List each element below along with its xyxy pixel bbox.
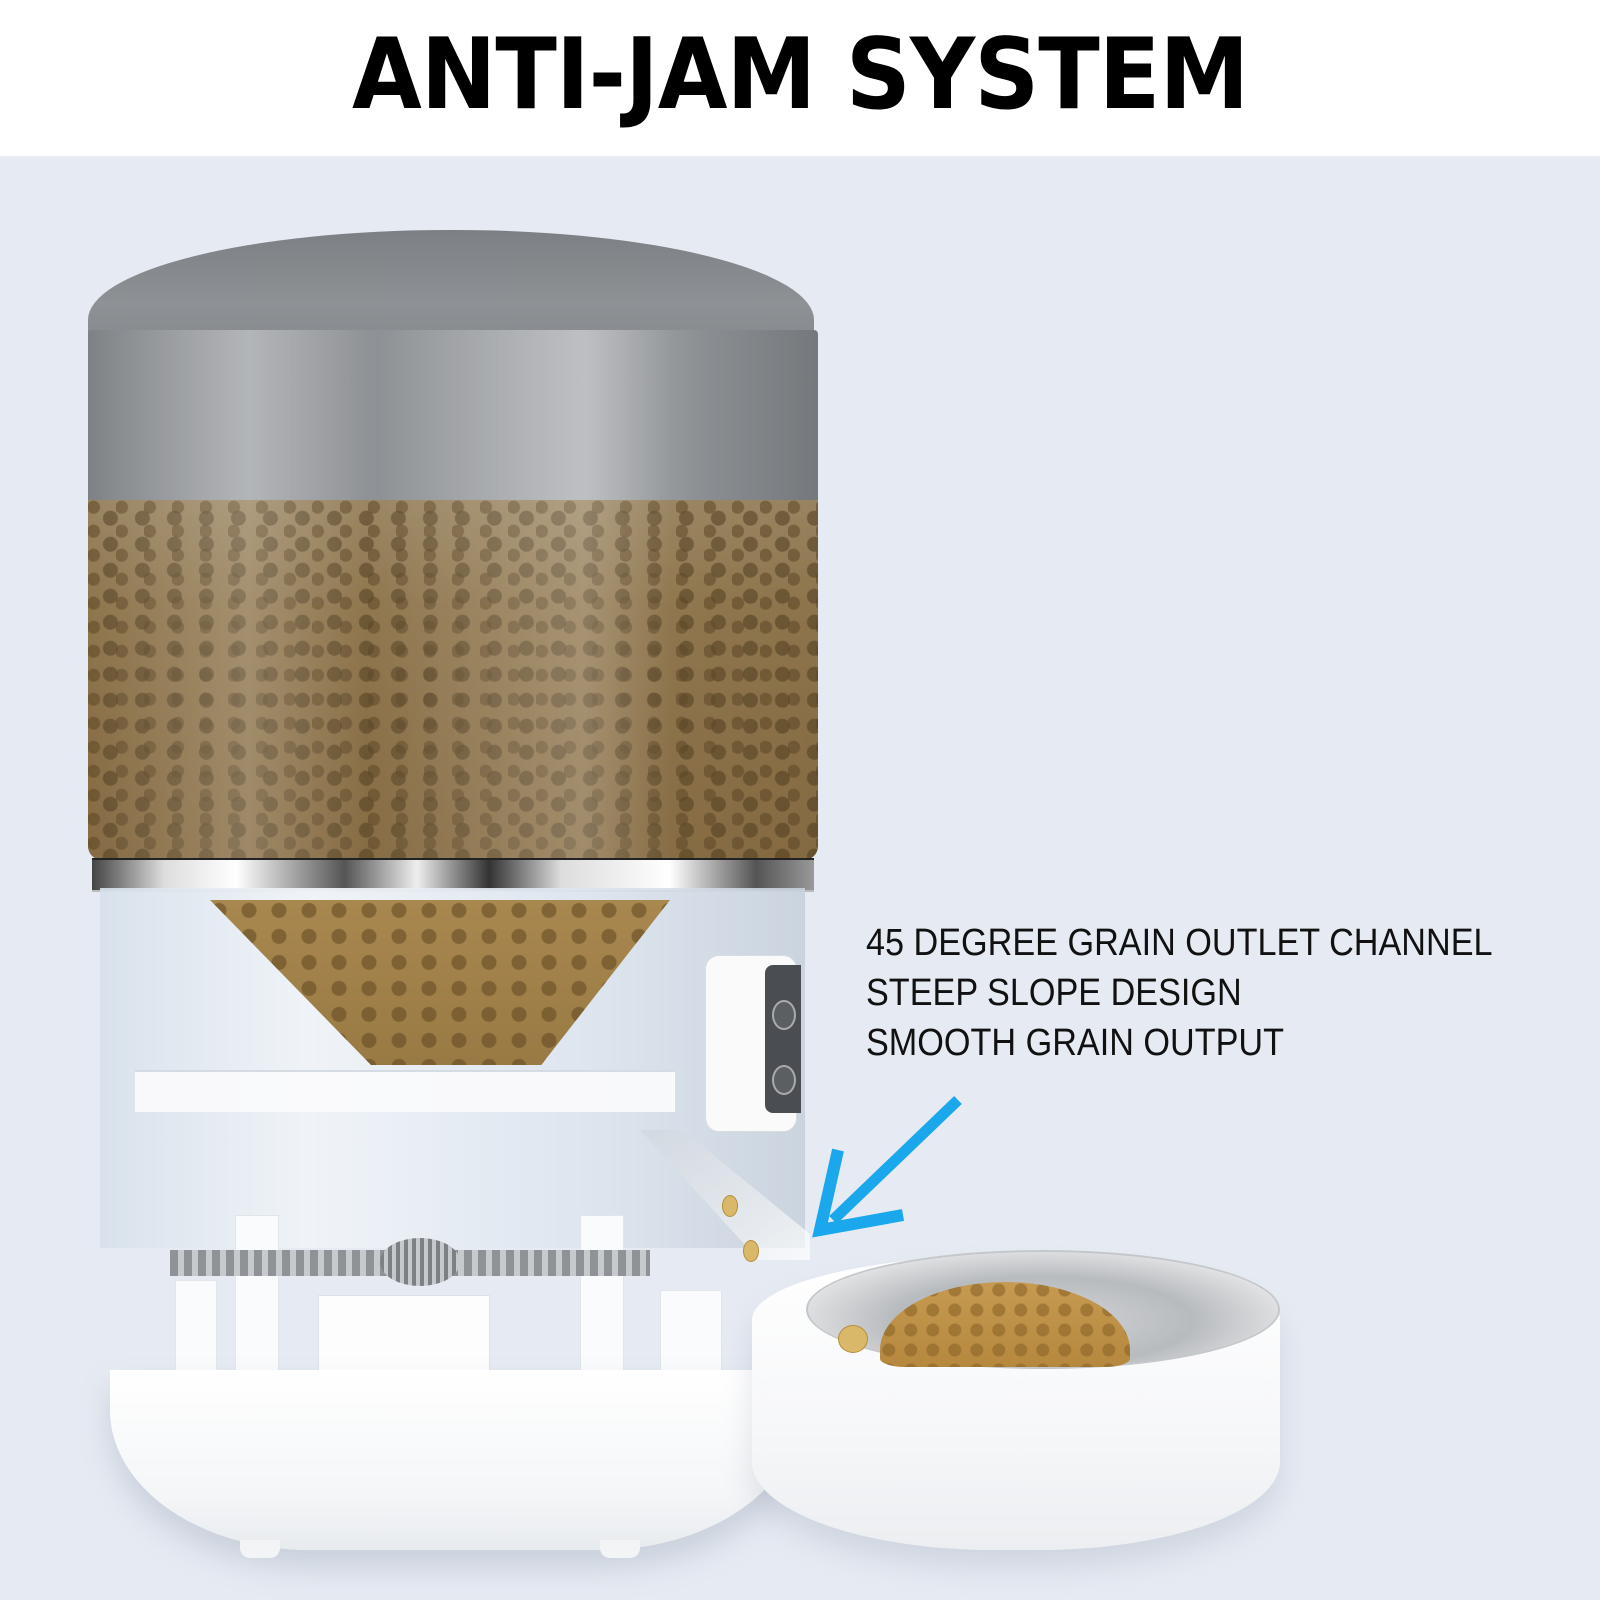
feature-caption: 45 DEGREE GRAIN OUTLET CHANNEL STEEP SLO… [866,918,1493,1068]
kibble-piece [722,1195,738,1217]
arrow-down-left-icon [812,1096,962,1238]
page-title: ANTI-JAM SYSTEM [351,18,1249,132]
motor-housing [318,1295,490,1377]
feed-button-icon [772,1065,796,1095]
internal-shelf [135,1070,675,1112]
power-button-icon [772,1000,796,1030]
kibble-fill [88,500,818,860]
kibble-piece [743,1240,759,1262]
caption-line-3: SMOOTH GRAIN OUTPUT [866,1022,1285,1064]
gear-icon [380,1238,460,1286]
base-foot [240,1540,280,1558]
caption-line-1: 45 DEGREE GRAIN OUTLET CHANNEL [866,922,1493,964]
caption-line-2: STEEP SLOPE DESIGN [866,972,1242,1014]
support-post [235,1215,279,1392]
food-hopper [88,330,818,860]
header-banner: ANTI-JAM SYSTEM [0,0,1600,156]
support-post [580,1215,624,1392]
chrome-ring [92,858,814,892]
base-foot [600,1540,640,1558]
kibble-piece [838,1325,868,1353]
feeder-base [110,1370,800,1550]
hopper-gloss [88,330,818,860]
